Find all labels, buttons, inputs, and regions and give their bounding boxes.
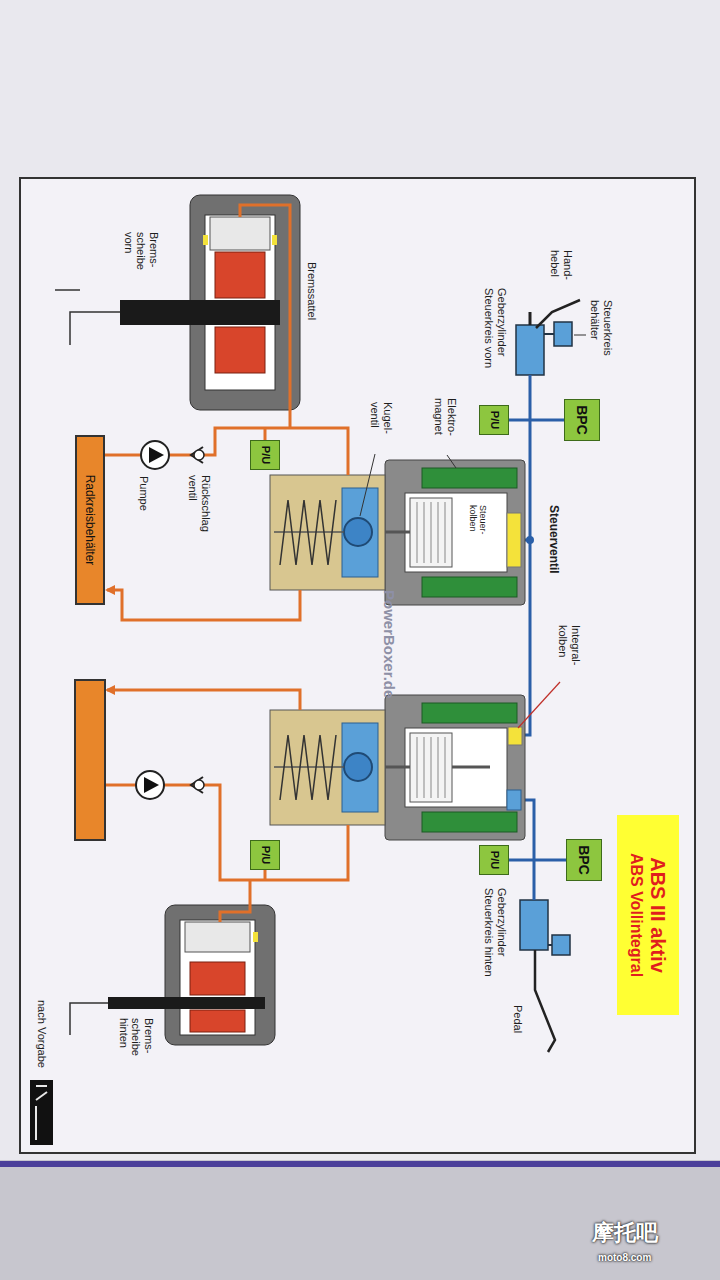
pressure-sensor-box: P/U: [250, 440, 280, 470]
pressure-sensor-box: P/U: [250, 840, 280, 870]
hydraulic-connector: [509, 859, 566, 862]
node-text: Radkreisbehälter: [83, 475, 97, 566]
node-text: BPC: [576, 845, 593, 875]
hydraulic-connector: [509, 419, 564, 422]
node-text: P/U: [258, 446, 271, 464]
node-text: P/U: [258, 846, 271, 864]
part-label: Brems- scheibe hinten: [117, 1018, 155, 1068]
watermark-text: 摩托吧: [592, 1220, 658, 1245]
part-label: Steuerkreis behälter: [589, 300, 614, 370]
bpc-box: BPC: [564, 399, 600, 441]
part-label: Integral- kolben: [557, 625, 582, 680]
watermark-text: moto8.com: [598, 1252, 651, 1264]
part-label: Steuerventil: [546, 505, 560, 574]
part-label: PowerBoxer.de: [381, 590, 398, 698]
part-label: Brems- scheibe vorn: [122, 232, 160, 282]
part-label: Hand- hebel: [549, 250, 574, 290]
part-label: Rückschlag ventil: [187, 475, 212, 550]
pressure-sensor-box: P/U: [479, 845, 509, 875]
node-text: ABS Vollintegral: [626, 853, 645, 977]
part-label: Geberzylinder Steuerkreis vorn: [483, 288, 508, 388]
part-label: Pedal: [511, 1005, 524, 1033]
title-box: ABS III aktivABS Vollintegral: [617, 815, 679, 1015]
node-text: ABS III aktiv: [646, 857, 670, 973]
part-label: Elektro- magnet: [433, 398, 458, 453]
part-label: nach Vorgabe: [35, 1000, 48, 1068]
part-label: Steuer- kolben: [467, 505, 488, 555]
reservoir-bar: Radkreisbehälter: [75, 435, 105, 605]
part-label: Pumpe: [137, 476, 150, 511]
part-label: Geberzylinder Steuerkreis hinten: [483, 888, 508, 998]
node-text: P/U: [487, 851, 500, 869]
part-label: Bremssattel: [305, 262, 318, 320]
bpc-box: BPC: [566, 839, 602, 881]
pressure-sensor-box: P/U: [479, 405, 509, 435]
part-label: Kugel- ventil: [369, 402, 394, 452]
node-text: P/U: [487, 411, 500, 429]
node-text: BPC: [574, 405, 591, 435]
